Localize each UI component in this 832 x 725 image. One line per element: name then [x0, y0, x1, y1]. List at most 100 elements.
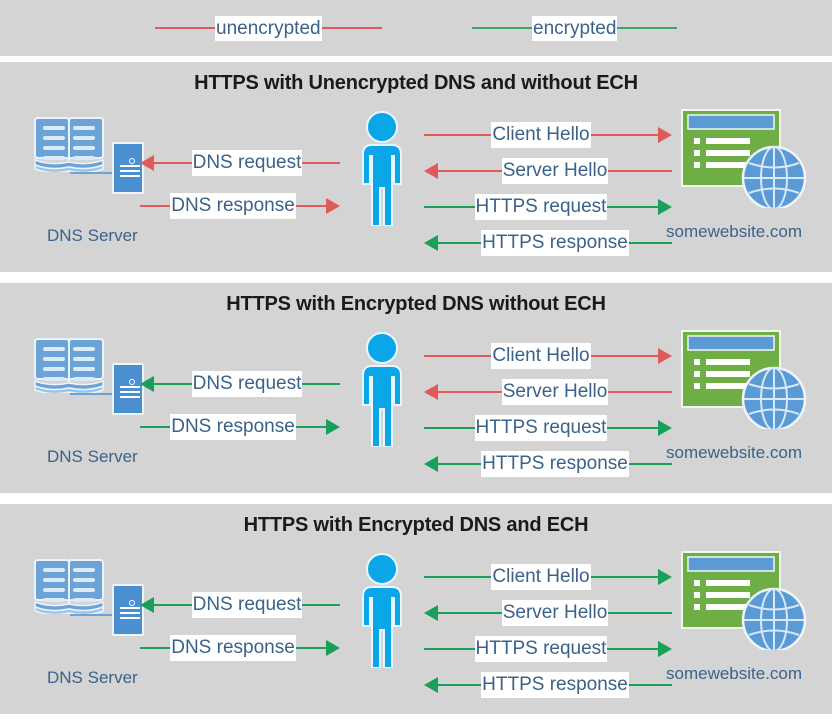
site-flow-2: HTTPS request — [424, 194, 672, 220]
flow-line-right — [607, 648, 658, 650]
flow-line-left — [154, 162, 192, 164]
flow-line-left — [154, 383, 192, 385]
site-flow-3: HTTPS response — [424, 230, 673, 256]
flow-line-left — [424, 134, 492, 136]
flow-line-left — [140, 647, 171, 649]
arrowhead-left-icon — [424, 163, 438, 179]
flow-line-left — [424, 355, 492, 357]
dns-server-label: DNS Server — [47, 447, 138, 466]
flow-label: HTTPS response — [481, 230, 629, 256]
flow-label: DNS response — [170, 414, 296, 440]
arrowhead-left-icon — [424, 677, 438, 693]
panel-title: HTTPS with Encrypted DNS without ECH — [226, 293, 606, 315]
flow-label: Client Hello — [491, 564, 591, 590]
person-icon — [347, 110, 417, 226]
arrowhead-right-icon — [658, 569, 672, 585]
dns-flow-0: DNS request — [140, 371, 340, 397]
arrowhead-right-icon — [326, 419, 340, 435]
panel-unencrypted-dns-no-ech: HTTPS with Unencrypted DNS and without E… — [0, 62, 832, 272]
server-icon — [112, 142, 144, 194]
person-icon — [347, 552, 417, 668]
flow-label: DNS request — [191, 150, 303, 176]
site-flow-1: Server Hello — [424, 158, 673, 184]
flow-line-right — [608, 170, 673, 172]
arrowhead-left-icon — [424, 456, 438, 472]
flow-label: Server Hello — [501, 600, 609, 626]
flow-label: DNS response — [170, 193, 296, 219]
legend-line-unencrypted-right — [321, 27, 382, 29]
flow-line-right — [608, 612, 673, 614]
site-flow-1: Server Hello — [424, 379, 673, 405]
book-server-connector — [70, 614, 112, 616]
book-icon — [33, 112, 105, 172]
legend-line-encrypted — [472, 27, 532, 29]
dns-flow-1: DNS response — [140, 193, 340, 219]
panel-encrypted-dns-no-ech: HTTPS with Encrypted DNS without ECH DNS … — [0, 283, 832, 493]
arrowhead-right-icon — [326, 198, 340, 214]
arrowhead-left-icon — [424, 605, 438, 621]
flow-line-left — [140, 205, 171, 207]
arrowhead-right-icon — [658, 420, 672, 436]
flow-line-right — [295, 426, 326, 428]
dns-server-label: DNS Server — [47, 668, 138, 687]
browser-window-icon — [680, 108, 810, 208]
book-server-connector — [70, 172, 112, 174]
arrowhead-left-icon — [424, 235, 438, 251]
flow-line-right — [608, 391, 673, 393]
flow-line-left — [438, 612, 502, 614]
flow-label: Server Hello — [501, 158, 609, 184]
flow-line-right — [628, 242, 673, 244]
dns-server-label: DNS Server — [47, 226, 138, 245]
book-icon — [33, 554, 105, 614]
site-flow-3: HTTPS response — [424, 672, 673, 698]
site-flow-0: Client Hello — [424, 564, 672, 590]
flow-line-left — [438, 684, 482, 686]
flow-line-right — [628, 684, 673, 686]
dns-flow-1: DNS response — [140, 635, 340, 661]
site-flow-0: Client Hello — [424, 122, 672, 148]
book-server-connector — [70, 393, 112, 395]
gear-icon — [129, 158, 135, 164]
flow-label: DNS request — [191, 371, 303, 397]
flow-label: Client Hello — [491, 122, 591, 148]
flow-label: DNS request — [191, 592, 303, 618]
arrowhead-left-icon — [140, 376, 154, 392]
legend-line-encrypted-right — [617, 27, 678, 29]
arrowhead-right-icon — [658, 199, 672, 215]
server-lines — [120, 607, 140, 622]
flow-line-left — [438, 170, 502, 172]
flow-line-right — [607, 427, 658, 429]
legend-item-unencrypted: unencrypted — [155, 14, 382, 42]
flow-label: HTTPS request — [474, 636, 608, 662]
panel-title: HTTPS with Encrypted DNS and ECH — [243, 514, 589, 536]
flow-line-left — [154, 604, 192, 606]
server-lines — [120, 386, 140, 401]
flow-label: HTTPS response — [481, 672, 629, 698]
arrowhead-right-icon — [658, 348, 672, 364]
server-lines — [120, 165, 140, 180]
flow-line-right — [590, 134, 658, 136]
flow-line-left — [424, 648, 475, 650]
flow-line-left — [424, 206, 475, 208]
legend-item-encrypted: encrypted — [472, 14, 678, 42]
flow-label: HTTPS request — [474, 194, 608, 220]
site-flow-1: Server Hello — [424, 600, 673, 626]
flow-line-right — [302, 162, 340, 164]
legend-line-unencrypted — [155, 27, 215, 29]
arrowhead-right-icon — [326, 640, 340, 656]
flow-line-right — [590, 355, 658, 357]
legend-label-unencrypted: unencrypted — [215, 15, 322, 41]
flow-line-left — [438, 242, 482, 244]
dns-flow-0: DNS request — [140, 150, 340, 176]
browser-window-icon — [680, 329, 810, 429]
site-flow-2: HTTPS request — [424, 636, 672, 662]
arrowhead-right-icon — [658, 127, 672, 143]
gear-icon — [129, 379, 135, 385]
dns-flow-0: DNS request — [140, 592, 340, 618]
flow-line-left — [438, 463, 482, 465]
flow-label: Client Hello — [491, 343, 591, 369]
gear-icon — [129, 600, 135, 606]
flow-line-left — [424, 576, 492, 578]
dns-flow-1: DNS response — [140, 414, 340, 440]
